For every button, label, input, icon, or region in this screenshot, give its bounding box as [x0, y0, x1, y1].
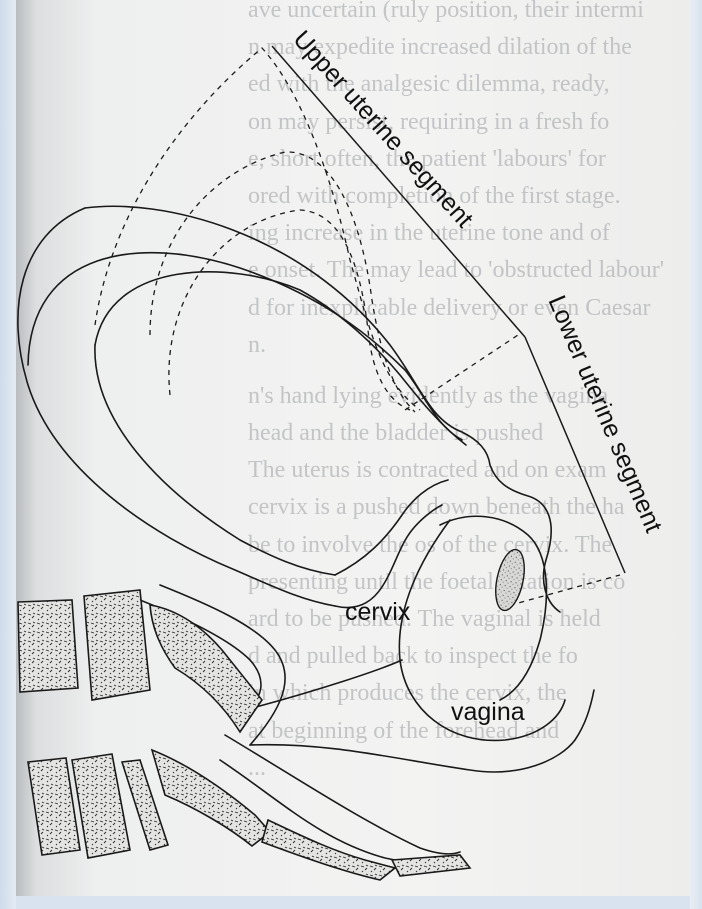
pubic-bone	[392, 855, 470, 876]
coccyx-bone	[152, 750, 270, 846]
bladder-outline	[440, 516, 546, 700]
cervical-os-mark	[491, 547, 529, 613]
sacrum-bone	[150, 605, 262, 732]
vagina-canal-lower	[250, 690, 594, 772]
dashed-ring-line	[405, 335, 518, 410]
posterior-uterine-wall	[18, 208, 335, 606]
label-lower-uterine-segment: Lower uterine segment	[542, 291, 667, 536]
uterine-cavity-line	[95, 272, 466, 445]
label-cervix: cervix	[345, 598, 411, 626]
label-vagina: vagina	[451, 698, 525, 726]
frame-left	[0, 0, 16, 909]
book-page: ave uncertain (ruly position, their inte…	[16, 0, 690, 896]
vertebra-2	[84, 590, 150, 700]
vertebra-4	[72, 754, 130, 858]
anatomy-diagram: Upper uterine segment Lower uterine segm…	[16, 0, 690, 896]
label-upper-uterine-segment: Upper uterine segment	[288, 25, 479, 233]
posterior-inner-wall	[95, 345, 335, 575]
frame-right	[690, 0, 702, 909]
vertebra-1	[18, 600, 78, 692]
outer-uterine-wall	[85, 206, 560, 612]
vertebra-3	[28, 758, 80, 855]
upper-segment-line	[272, 46, 525, 337]
vagina-canal-upper	[245, 660, 402, 710]
cervix-inner	[335, 480, 448, 575]
coccyx-tip	[262, 820, 395, 880]
dashed-outline-middle	[150, 152, 415, 412]
uterine-wall-line	[28, 253, 462, 440]
